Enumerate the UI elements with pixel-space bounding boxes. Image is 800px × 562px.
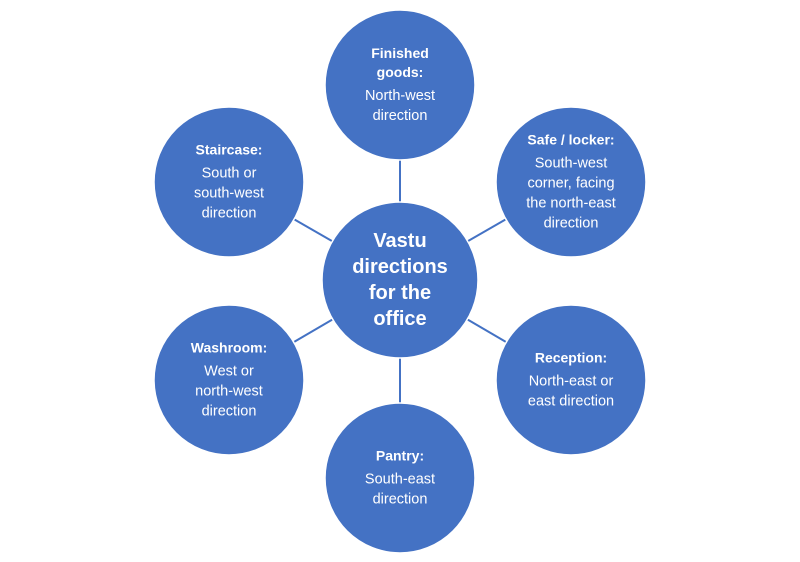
connector-staircase (293, 218, 333, 243)
node-circle-pantry (324, 402, 476, 554)
node-heading: Reception: (535, 350, 607, 366)
center-circle (321, 201, 479, 359)
node-circle-finished-goods (324, 9, 476, 161)
node-body: north-west (195, 384, 263, 400)
node-reception: Reception: North-east or east direction (495, 304, 647, 456)
node-body: the north-east (526, 196, 615, 212)
node-finished-goods: Finished goods: North-west direction (324, 9, 476, 161)
node-pantry: Pantry: South-east direction (324, 402, 476, 554)
center-node: Vastu directions for the office (321, 201, 479, 359)
node-circle-washroom (153, 304, 305, 456)
node-heading: Finished (371, 45, 429, 61)
node-body: direction (373, 492, 428, 508)
node-heading: goods: (377, 64, 424, 80)
node-circle-reception (495, 304, 647, 456)
node-body: direction (202, 404, 257, 420)
node-body: direction (544, 216, 599, 232)
node-heading: Washroom: (191, 340, 267, 356)
node-body: West or (204, 364, 254, 380)
node-body: direction (202, 206, 257, 222)
connector-safe-locker (467, 218, 507, 243)
node-body: South-west (535, 156, 608, 172)
center-title: for the (369, 282, 431, 304)
node-washroom: Washroom: West or north-west direction (153, 304, 305, 456)
node-body: South-east (365, 472, 435, 488)
center-title: Vastu (373, 230, 426, 252)
node-body: South or (202, 166, 257, 182)
node-circle-staircase (153, 106, 305, 258)
node-body: direction (373, 108, 428, 124)
connector-reception (466, 318, 507, 344)
node-circle-safe-locker (495, 106, 647, 258)
center-title: directions (352, 256, 448, 278)
node-safe-locker: Safe / locker: South-west corner, facing th… (495, 106, 647, 258)
node-body: North-east or (529, 374, 614, 390)
node-heading: Pantry: (376, 448, 424, 464)
node-body: North-west (365, 88, 435, 104)
node-body: corner, facing (527, 176, 614, 192)
node-body: east direction (528, 394, 614, 410)
center-title: office (373, 308, 426, 330)
node-body: south-west (194, 186, 264, 202)
node-staircase: Staircase: South or south-west direction (153, 106, 305, 258)
connectors (293, 160, 507, 403)
node-heading: Safe / locker: (527, 132, 614, 148)
node-heading: Staircase: (196, 142, 263, 158)
connector-washroom (293, 318, 334, 344)
